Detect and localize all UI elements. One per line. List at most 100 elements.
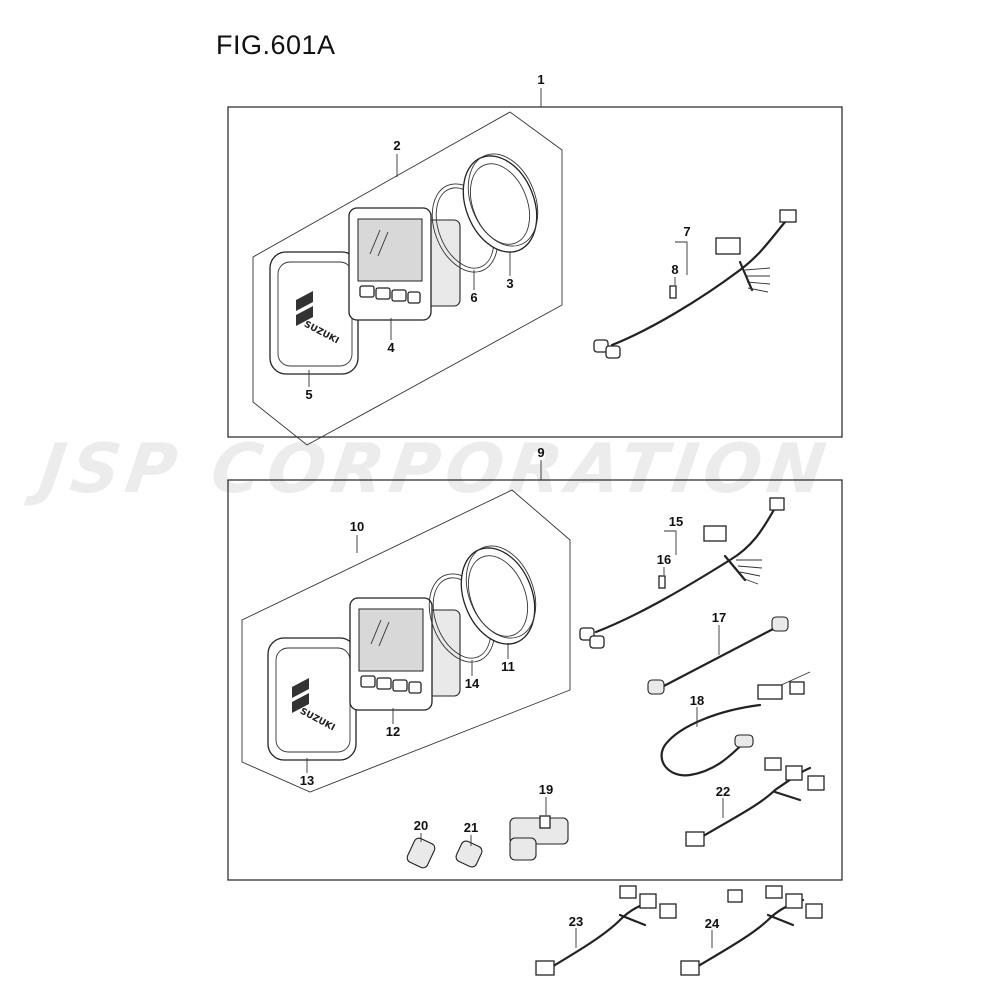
harness-24-branch bbox=[766, 913, 795, 927]
screw-8 bbox=[669, 285, 677, 299]
callout-15: 15 bbox=[669, 514, 683, 529]
terminator-21 bbox=[455, 840, 483, 868]
tee-19-branch bbox=[509, 837, 537, 861]
harness-7-leads bbox=[744, 267, 771, 293]
harness-23-conn-3 bbox=[659, 903, 677, 919]
callout-7: 7 bbox=[683, 224, 690, 239]
logo-mark-upper bbox=[296, 291, 313, 311]
nut-11-lip bbox=[465, 545, 537, 639]
gauge-button-4 bbox=[407, 291, 421, 304]
power-cable-18 bbox=[660, 671, 811, 777]
group-box-1 bbox=[227, 106, 843, 438]
bezel-outer bbox=[269, 251, 359, 375]
bezel-cover-5: SUZUKI bbox=[269, 251, 359, 375]
callout-17: 17 bbox=[712, 610, 726, 625]
gauge-button-3 bbox=[391, 289, 407, 302]
harness-15-main-wire bbox=[594, 506, 777, 634]
nut-outer bbox=[462, 155, 538, 253]
callout-3: 3 bbox=[506, 276, 513, 291]
harness-22-plug bbox=[685, 831, 705, 847]
harness-15-plug-2 bbox=[589, 635, 605, 649]
callout-14: 14 bbox=[465, 676, 480, 691]
cable-17-end-1 bbox=[647, 679, 665, 695]
gauge-button-1 bbox=[359, 285, 375, 298]
callout-4: 4 bbox=[387, 340, 395, 355]
cable-18-terminal bbox=[789, 681, 805, 695]
group-box-10 bbox=[241, 489, 571, 793]
gauge-screen bbox=[357, 218, 423, 282]
wiring-harness-7 bbox=[593, 209, 797, 359]
harness-15-leads bbox=[736, 559, 763, 585]
harness-22 bbox=[685, 757, 825, 847]
mounting-nut-3 bbox=[462, 153, 539, 253]
harness-7-main-wire bbox=[610, 220, 787, 347]
nut-11-inner bbox=[467, 555, 529, 637]
gauge-12-button-2 bbox=[376, 677, 392, 690]
harness-23 bbox=[535, 885, 677, 976]
multi-function-gauge-4 bbox=[348, 207, 461, 321]
cable-18-fuse-holder bbox=[757, 684, 783, 700]
terminator-21-body bbox=[455, 840, 483, 868]
nut-lip bbox=[467, 153, 539, 247]
harness-22-conn-3 bbox=[807, 775, 825, 791]
callout-2: 2 bbox=[393, 138, 400, 153]
callout-11: 11 bbox=[501, 659, 515, 674]
harness-24-conn-3 bbox=[785, 893, 803, 909]
callout-1: 1 bbox=[537, 72, 544, 87]
multi-function-gauge-12 bbox=[349, 597, 461, 711]
nut-inner bbox=[469, 163, 531, 245]
callout-19: 19 bbox=[539, 782, 553, 797]
logo-mark-lower bbox=[296, 306, 313, 326]
screen-12-glare-2 bbox=[378, 621, 390, 647]
callout-22: 22 bbox=[716, 784, 730, 799]
callout-24: 24 bbox=[705, 916, 720, 931]
logo-13-mark-upper bbox=[292, 678, 309, 698]
screen-12-glare-1 bbox=[370, 619, 382, 645]
gauge-12-button-4 bbox=[408, 681, 422, 694]
harness-24-conn-4 bbox=[805, 903, 823, 919]
harness-23-conn-2 bbox=[639, 893, 657, 909]
callout-21: 21 bbox=[464, 820, 478, 835]
mounting-nut-11 bbox=[460, 545, 537, 645]
harness-22-conn-1 bbox=[764, 757, 782, 771]
callout-12: 12 bbox=[386, 724, 400, 739]
harness-24-conn-2 bbox=[765, 885, 783, 899]
gauge-12-button-1 bbox=[360, 675, 376, 688]
callout-5: 5 bbox=[305, 387, 312, 402]
group-box-9 bbox=[227, 479, 843, 881]
cable-17-wire bbox=[658, 626, 777, 690]
nmea-cable-17 bbox=[647, 616, 789, 695]
callout-20: 20 bbox=[414, 818, 428, 833]
screw-16 bbox=[658, 575, 666, 589]
harness-23-conn-1 bbox=[619, 885, 637, 899]
figure-title: FIG.601A bbox=[216, 30, 336, 60]
harness-7-connector-mid bbox=[715, 237, 741, 255]
callout-10: 10 bbox=[350, 519, 364, 534]
callout-18: 18 bbox=[690, 693, 704, 708]
harness-15-connector-top bbox=[769, 497, 785, 511]
wiring-harness-15 bbox=[579, 497, 785, 649]
tee-19-top-port bbox=[539, 815, 551, 829]
leader-7 bbox=[675, 241, 688, 275]
tee-connector-19 bbox=[509, 815, 569, 861]
cable-18-connector bbox=[734, 734, 754, 748]
harness-15-branch bbox=[723, 554, 747, 582]
harness-23-branch bbox=[618, 913, 647, 927]
harness-7-plug-2 bbox=[605, 345, 621, 359]
logo-13-mark-lower bbox=[292, 693, 309, 713]
callout-6: 6 bbox=[470, 290, 477, 305]
harness-24-plug bbox=[680, 960, 700, 976]
bezel-cover-13: SUZUKI bbox=[267, 637, 357, 761]
callout-13: 13 bbox=[300, 773, 314, 788]
callout-16: 16 bbox=[657, 552, 671, 567]
leader-15 bbox=[664, 530, 677, 555]
harness-23-plug bbox=[535, 960, 555, 976]
nut-11-outer bbox=[460, 547, 536, 645]
harness-24-conn-1 bbox=[727, 889, 743, 903]
harness-23-wire bbox=[548, 898, 657, 970]
harness-24-wire bbox=[693, 898, 805, 970]
harness-24 bbox=[680, 885, 823, 976]
group-box-2 bbox=[252, 111, 563, 446]
screen-glare-1 bbox=[369, 229, 381, 255]
callout-8: 8 bbox=[671, 262, 678, 277]
